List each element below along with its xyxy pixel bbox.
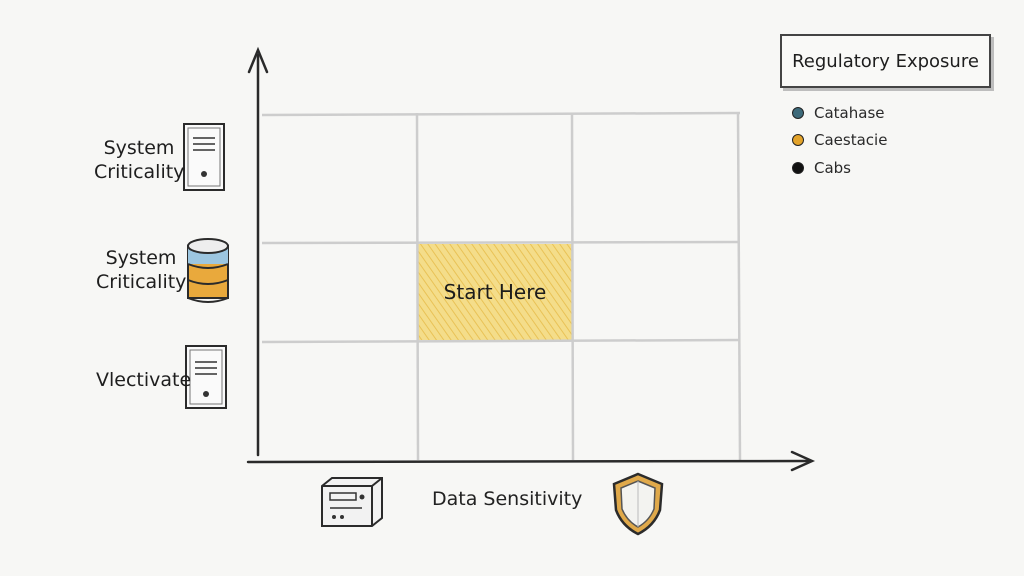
legend-item-label: Caestacie [814,131,888,149]
grid-line-h3 [261,338,741,344]
x-axis-label: Data Sensitivity [432,488,583,510]
axes [246,46,816,472]
x-axis-arrow [790,450,816,472]
grid-line-h1 [261,111,741,117]
legend-item: Cabs [792,159,851,177]
y-axis-arrow [247,46,269,74]
legend-item: Caestacie [792,131,887,149]
hardware-device-icon [321,477,383,527]
legend-item: Catahase [792,104,884,122]
legend-dot-icon [792,134,804,146]
matrix-grid [261,111,742,461]
shield-icon [612,472,664,536]
start-here-cell [418,244,572,340]
database-icon [187,238,229,303]
server-icon [183,123,225,191]
y-axis-label-row-1: System Criticality [94,137,185,183]
server-icon [185,345,227,409]
grid-line-v3 [736,112,742,461]
legend-title: Regulatory Exposure [780,34,991,88]
legend-item-label: Catahase [814,104,885,122]
grid-line-h2 [261,240,741,245]
y-axis-label-row-2: System Criticality [96,247,187,293]
y-axis-label-row-3: Vlectivate [96,369,192,391]
legend-item-label: Cabs [814,159,852,177]
legend-dot-icon [792,107,804,119]
grid-line-v1 [415,112,420,461]
legend-title-text: Regulatory Exposure [792,50,979,72]
start-here-label: Start Here [443,280,547,304]
grid-line-v2 [570,112,575,461]
x-axis-line [246,459,810,464]
legend-dot-icon [792,162,804,174]
